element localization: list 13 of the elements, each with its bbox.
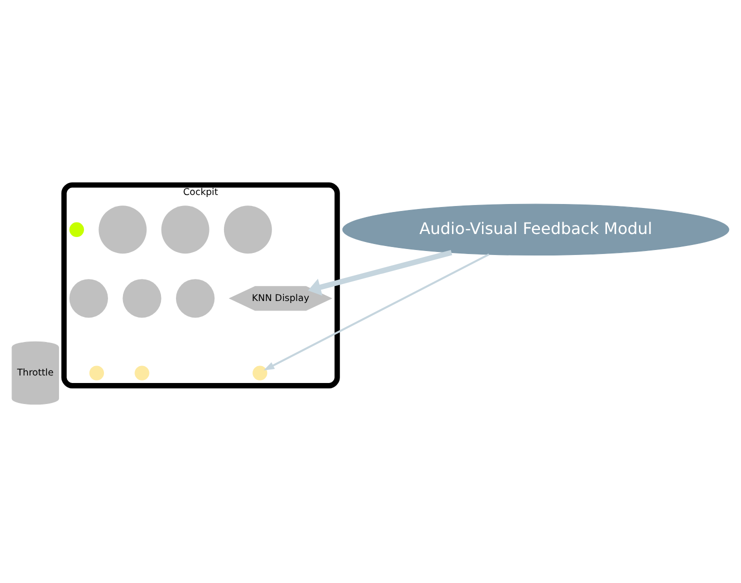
node-circle <box>98 205 147 254</box>
node-ellipse: Audio-Visual Feedback Modul <box>342 203 730 256</box>
node-circle <box>69 222 84 236</box>
node-circle <box>69 278 108 318</box>
arrow <box>308 249 452 296</box>
node-circle <box>176 278 215 318</box>
node-circle <box>161 205 210 254</box>
node-circle <box>89 365 104 380</box>
node-circle <box>122 278 162 318</box>
node-circle <box>134 365 150 380</box>
node-circle <box>252 365 268 380</box>
arrow <box>264 253 490 370</box>
node-circle <box>224 205 272 254</box>
